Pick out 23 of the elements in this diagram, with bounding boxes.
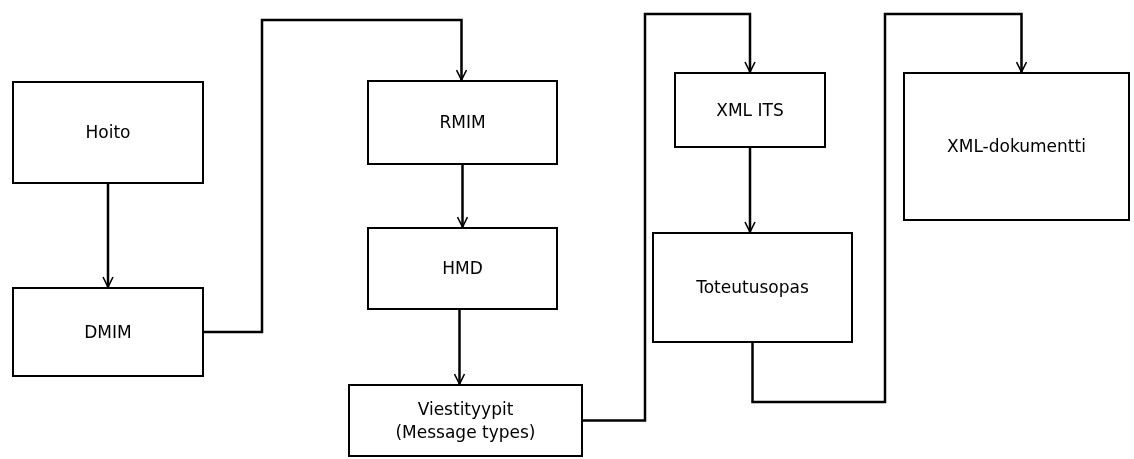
connector-arrow [453,310,466,385]
process-box [348,384,583,457]
connector-arrow [583,12,756,422]
node-label: Toteutusopas [696,276,809,299]
node-label: HMD [442,257,483,280]
process-box [652,232,853,343]
process-box [12,81,204,184]
connector-arrow [102,184,114,288]
node-label: Viestityypit (Message types) [394,397,537,444]
process-box [674,72,826,148]
connector-arrow [751,12,1028,404]
node-label: XML ITS [716,98,784,122]
node-label: XML-dokumentti [947,135,1086,158]
connector-arrow [204,18,468,334]
process-box [367,80,558,165]
connector-arrow [456,165,469,228]
node-label: RMIM [439,111,486,134]
process-box [367,227,558,310]
process-box [12,287,204,377]
process-box [903,72,1130,221]
node-label: Hoito [85,121,131,144]
node-label: DMIM [84,320,132,344]
connector-arrow [744,148,756,233]
